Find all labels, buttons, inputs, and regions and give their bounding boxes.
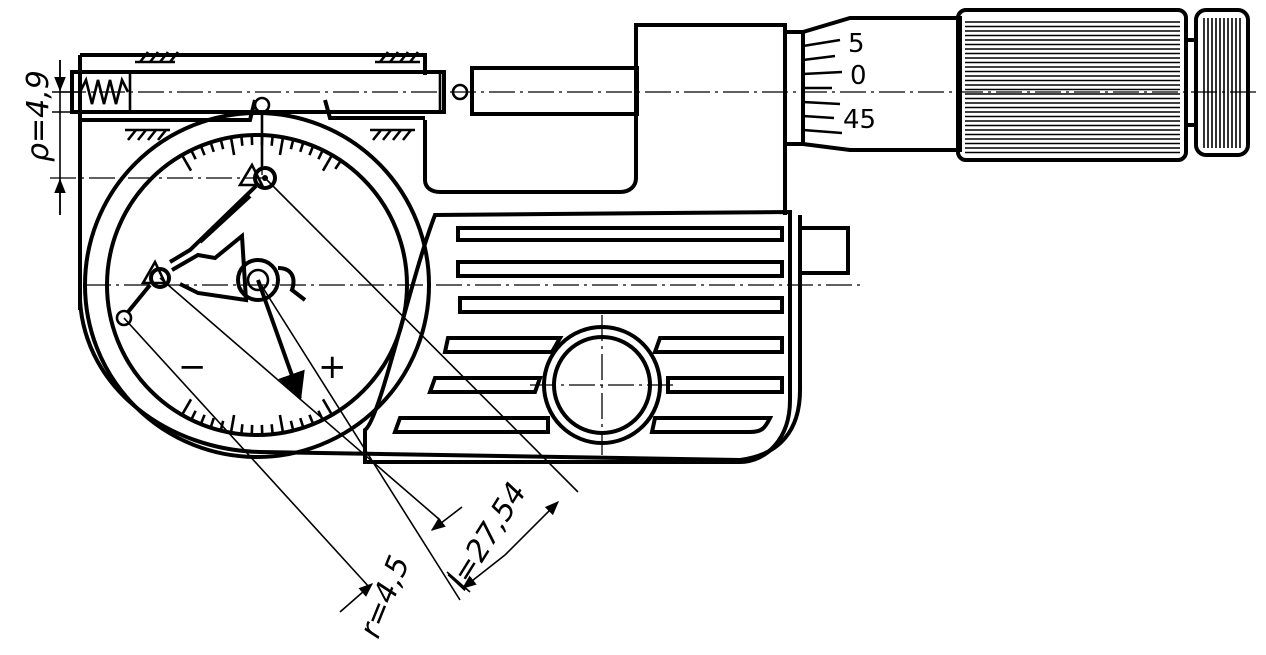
dimension-rho-label: ρ=4,9 bbox=[21, 70, 56, 162]
minus-sign: − bbox=[178, 347, 207, 387]
dimension-rho bbox=[52, 60, 80, 215]
dimension-extension-lines bbox=[123, 177, 579, 601]
dimension-l-arrows bbox=[446, 500, 560, 593]
dimension-r-arrows bbox=[339, 506, 463, 613]
scale-label-0: 0 bbox=[850, 61, 867, 91]
scale-label-5: 5 bbox=[848, 29, 865, 59]
dimension-l-label: l=27,54 bbox=[441, 476, 534, 596]
hatch-marks bbox=[125, 51, 420, 141]
anvil-spindle bbox=[470, 66, 639, 116]
ratchet-knob bbox=[1186, 8, 1250, 157]
scale-label-45: 45 bbox=[843, 105, 876, 135]
cover-screw bbox=[530, 315, 675, 455]
spring bbox=[78, 76, 130, 105]
knurled-drum bbox=[956, 8, 1188, 162]
dimension-r-label: r=4,5 bbox=[353, 551, 417, 643]
plus-sign: + bbox=[318, 347, 347, 387]
lever-mechanism bbox=[115, 96, 307, 401]
